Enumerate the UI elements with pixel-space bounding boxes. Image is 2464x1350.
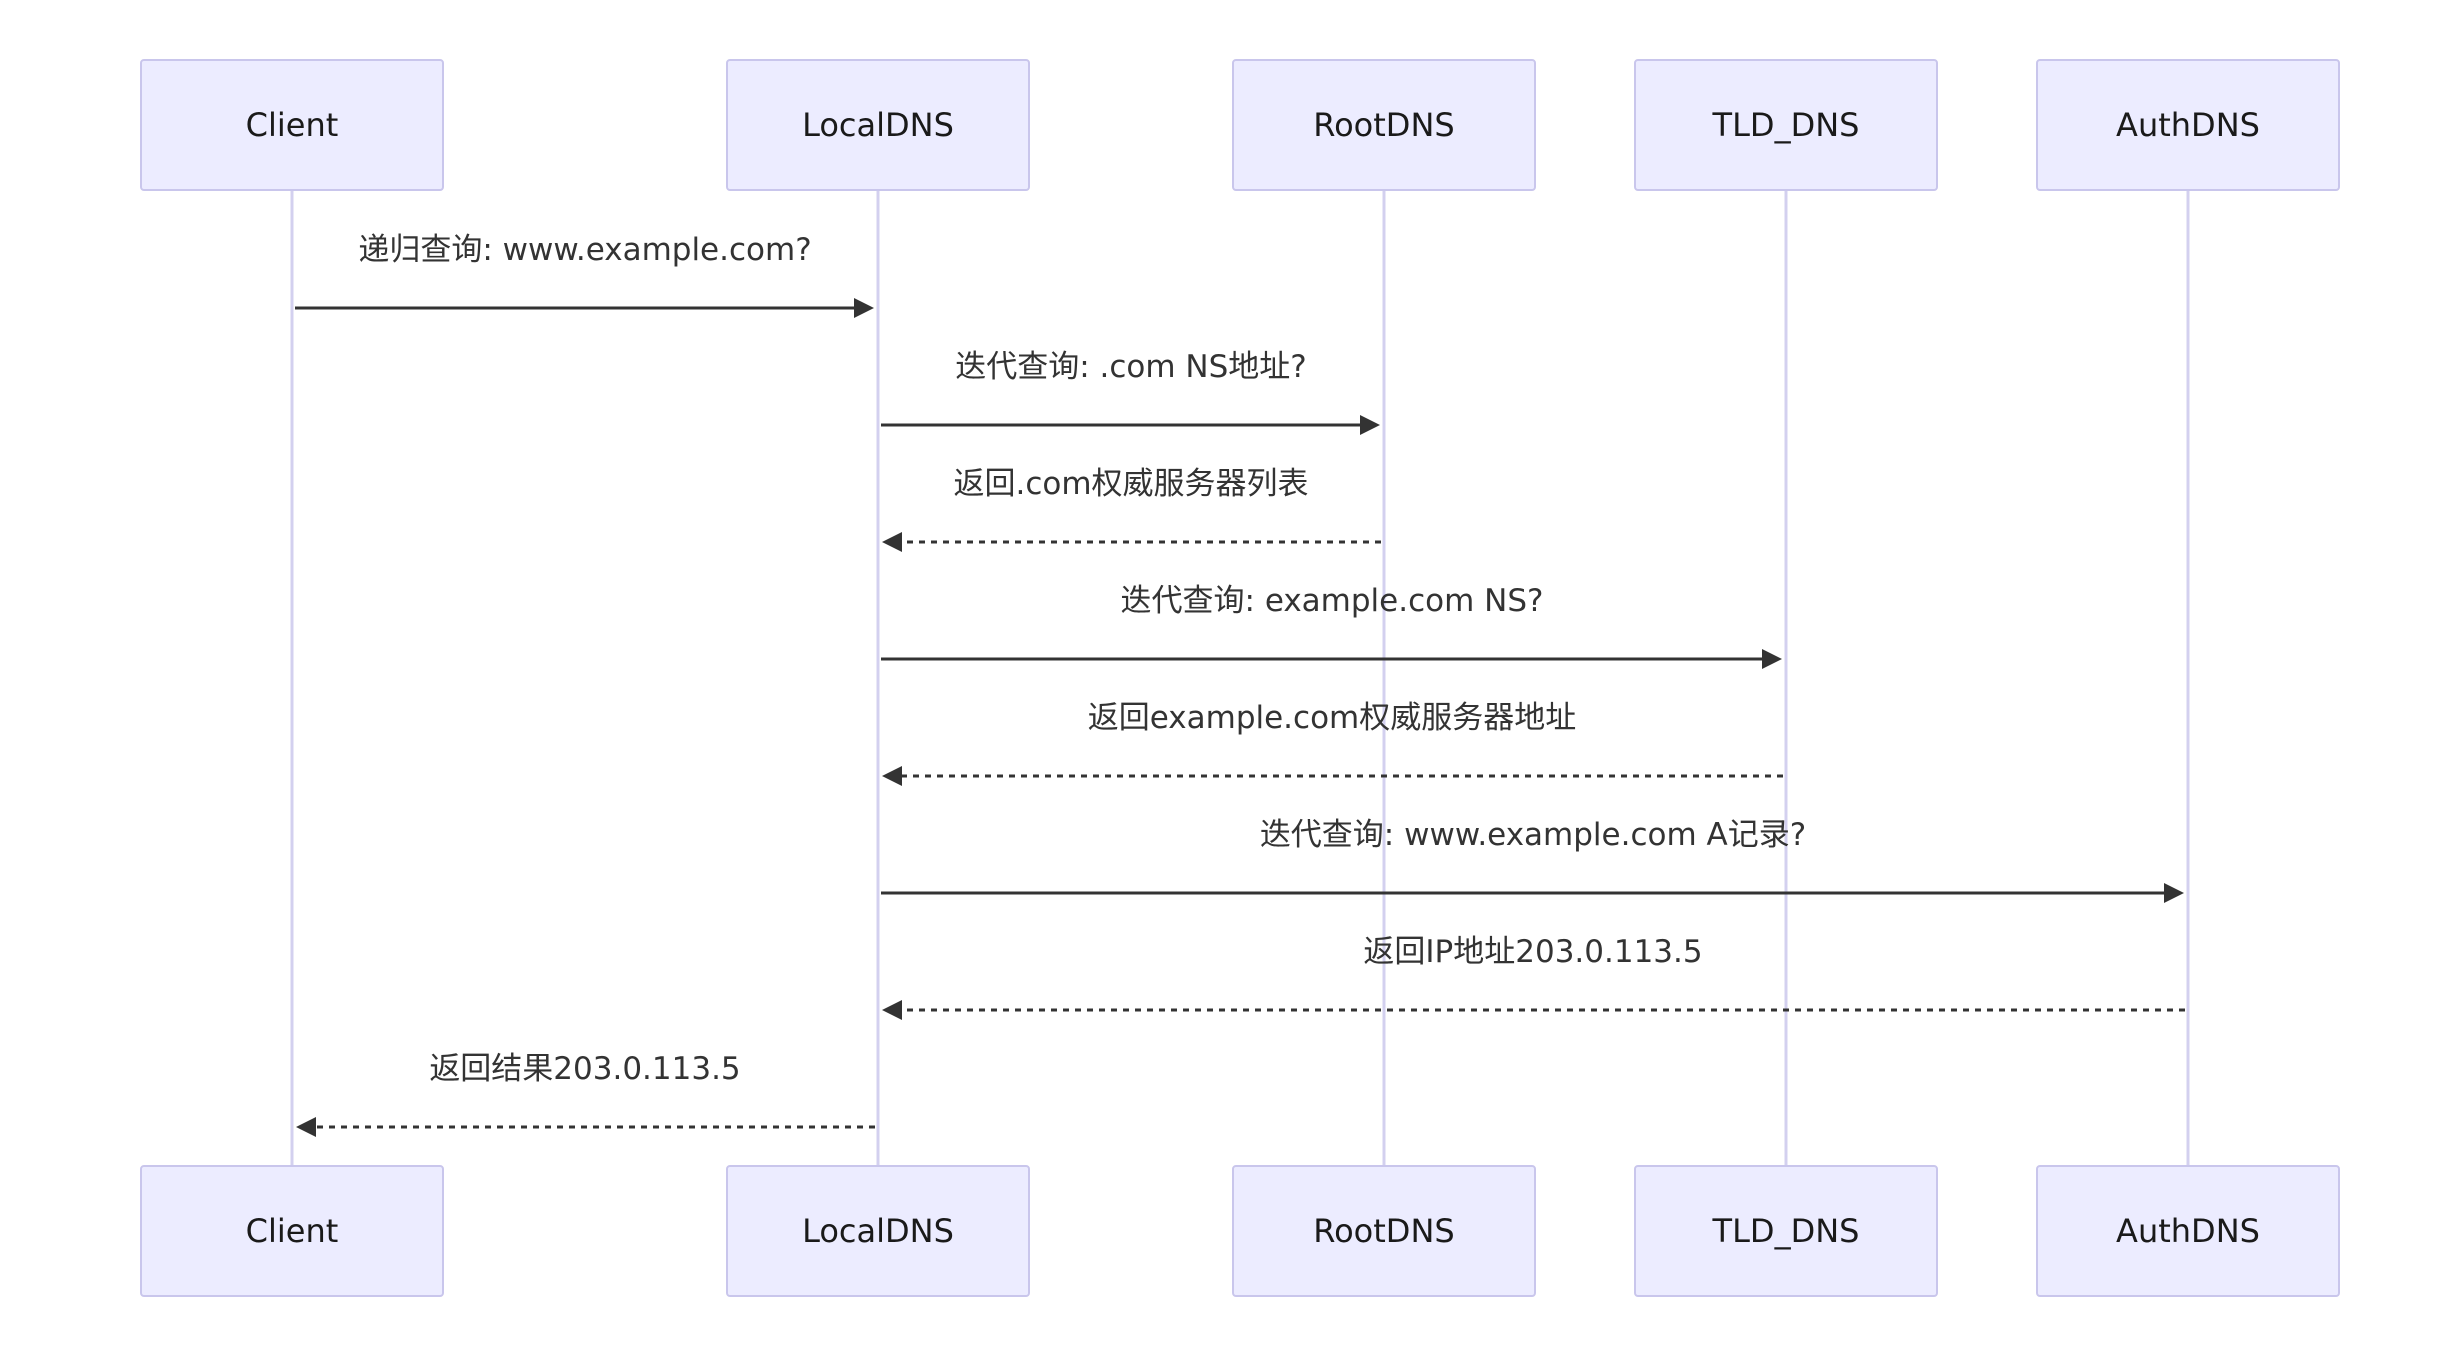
actor-authdns-bottom: AuthDNS (2036, 1165, 2340, 1297)
actor-tlddns-top: TLD_DNS (1634, 59, 1938, 191)
arrowhead-icon (882, 766, 902, 786)
message-5: 返回example.com权威服务器地址 (882, 700, 1783, 786)
actor-label: TLD_DNS (1712, 1212, 1860, 1250)
actor-label: Client (246, 1212, 339, 1250)
actor-label: LocalDNS (802, 106, 954, 144)
actor-row-bottom: Client LocalDNS RootDNS TLD_DNS AuthDNS (140, 1165, 2340, 1297)
message-label: 返回结果203.0.113.5 (429, 1051, 740, 1087)
message-7: 返回IP地址203.0.113.5 (882, 934, 2185, 1020)
actor-box (726, 59, 1030, 191)
actor-localdns-top: LocalDNS (726, 59, 1030, 191)
actor-client-bottom: Client (140, 1165, 444, 1297)
message-label: 迭代查询: www.example.com A记录? (1260, 817, 1806, 853)
actor-label: TLD_DNS (1712, 106, 1860, 144)
actor-authdns-top: AuthDNS (2036, 59, 2340, 191)
actor-box (1634, 1165, 1938, 1297)
actor-client-top: Client (140, 59, 444, 191)
arrowhead-icon (854, 298, 874, 318)
actor-label: RootDNS (1313, 1212, 1454, 1250)
arrowhead-icon (882, 532, 902, 552)
actor-box (1634, 59, 1938, 191)
lifelines (290, 190, 2190, 1166)
actor-box (2036, 1165, 2340, 1297)
message-label: 递归查询: www.example.com? (358, 232, 811, 268)
message-8: 返回结果203.0.113.5 (296, 1051, 875, 1137)
message-label: 迭代查询: example.com NS? (1121, 583, 1544, 619)
arrowhead-icon (882, 1000, 902, 1020)
actor-box (140, 1165, 444, 1297)
actor-label: LocalDNS (802, 1212, 954, 1250)
message-2: 迭代查询: .com NS地址? (881, 349, 1380, 435)
arrowhead-icon (296, 1117, 316, 1137)
message-4: 迭代查询: example.com NS? (881, 583, 1782, 669)
actor-localdns-bottom: LocalDNS (726, 1165, 1030, 1297)
message-list: 递归查询: www.example.com? 迭代查询: .com NS地址? 返回… (295, 232, 2185, 1137)
arrowhead-icon (2164, 883, 2184, 903)
actor-row-top: Client LocalDNS RootDNS TLD_DNS AuthDNS (140, 59, 2340, 191)
actor-label: AuthDNS (2116, 106, 2260, 144)
actor-box (726, 1165, 1030, 1297)
actor-rootdns-bottom: RootDNS (1232, 1165, 1536, 1297)
actor-label: Client (246, 106, 339, 144)
message-3: 返回.com权威服务器列表 (882, 466, 1381, 552)
message-label: 迭代查询: .com NS地址? (955, 349, 1307, 385)
actor-box (140, 59, 444, 191)
message-1: 递归查询: www.example.com? (295, 232, 874, 318)
arrowhead-icon (1360, 415, 1380, 435)
arrowhead-icon (1762, 649, 1782, 669)
actor-box (1232, 59, 1536, 191)
message-label: 返回IP地址203.0.113.5 (1363, 934, 1702, 970)
message-label: 返回example.com权威服务器地址 (1088, 700, 1577, 736)
actor-box (2036, 59, 2340, 191)
actor-rootdns-top: RootDNS (1232, 59, 1536, 191)
actor-box (1232, 1165, 1536, 1297)
message-6: 迭代查询: www.example.com A记录? (881, 817, 2184, 903)
actor-label: RootDNS (1313, 106, 1454, 144)
message-label: 返回.com权威服务器列表 (953, 466, 1308, 502)
actor-tlddns-bottom: TLD_DNS (1634, 1165, 1938, 1297)
actor-label: AuthDNS (2116, 1212, 2260, 1250)
